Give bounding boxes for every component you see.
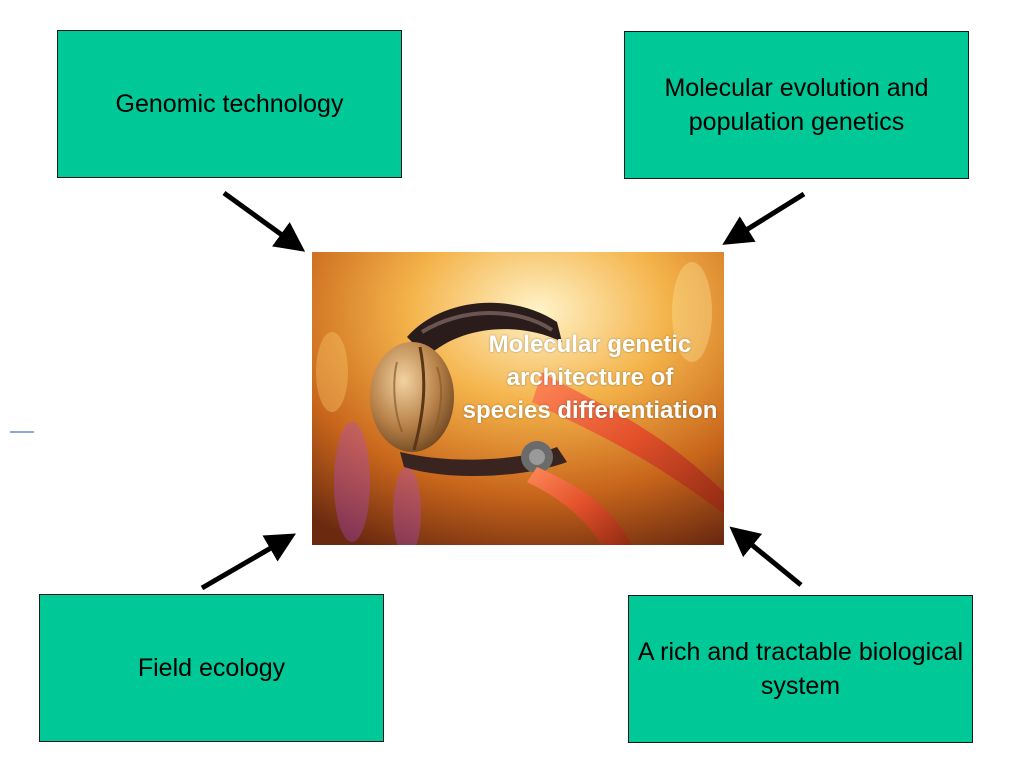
arrow-top-left: [222, 190, 306, 252]
node-label: Field ecology: [137, 654, 286, 682]
node-genomic-technology: Genomic technology: [57, 30, 402, 178]
center-label: Molecular genetic architecture of specie…: [462, 331, 718, 424]
walnut-pliers-image: [312, 252, 724, 545]
arrow-top-right: [722, 191, 806, 245]
center-node: Molecular genetic architecture of specie…: [312, 252, 724, 545]
node-field-ecology: Field ecology: [39, 594, 384, 742]
node-label: Molecular evolution and population genet…: [664, 74, 929, 136]
arrow-bottom-left: [200, 533, 296, 591]
node-label: A rich and tractable biological system: [637, 638, 964, 700]
node-biological-system: A rich and tractable biological system: [628, 595, 973, 743]
node-molecular-evolution: Molecular evolution and population genet…: [624, 31, 969, 179]
node-label: Genomic technology: [115, 90, 344, 118]
side-dash-mark: [10, 431, 34, 433]
arrow-bottom-right: [729, 526, 803, 587]
